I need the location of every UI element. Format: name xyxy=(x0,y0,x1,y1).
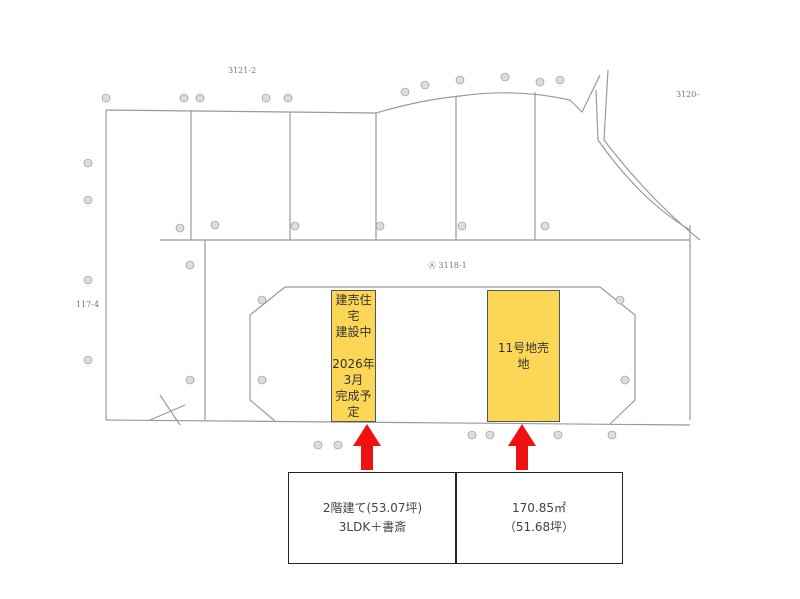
road-edge xyxy=(595,89,691,231)
land-area-tsubo: （51.68坪） xyxy=(503,520,575,534)
parcel-label-top: 3121-2 xyxy=(228,66,257,75)
arrow-up-house xyxy=(353,424,381,470)
land-lot-11: 11号地売 地 xyxy=(487,290,560,422)
arrow-up-land xyxy=(508,424,536,470)
house-info-box: 2階建て(53.07坪) 3LDK＋書斎 xyxy=(288,472,457,564)
house-layout: 3LDK＋書斎 xyxy=(338,520,407,534)
land-info-box: 170.85㎡ （51.68坪） xyxy=(455,472,623,564)
road-edge-2 xyxy=(603,69,701,241)
house-floor-area: 2階建て(53.07坪) xyxy=(322,501,423,515)
parcel-label-left: 117-4 xyxy=(76,300,100,309)
house-lot: 建売住宅 建設中 2026年 3月 完成予定 xyxy=(331,290,376,422)
arrows xyxy=(353,424,536,470)
parcel-label-top-right: 3120- xyxy=(676,90,700,99)
parcel-label-center: Ⓐ 3118-1 xyxy=(428,261,467,270)
top-boundary xyxy=(105,74,601,114)
land-area-sqm: 170.85㎡ xyxy=(512,501,566,515)
